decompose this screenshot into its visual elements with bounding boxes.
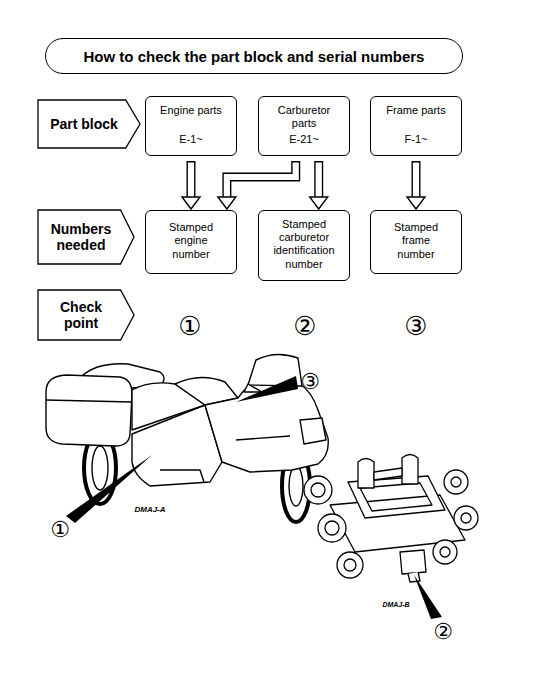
callout-number: ③ (300, 371, 320, 393)
arrow-head (218, 197, 236, 209)
hollow-arrow (182, 161, 200, 209)
callout-number: ① (50, 519, 70, 541)
arrow-shaft-outline (227, 161, 296, 197)
hollow-arrow (218, 161, 296, 209)
box-text: Carburetor parts (272, 104, 336, 130)
id-plate (408, 572, 420, 582)
arrow-outline-shape (38, 290, 134, 340)
fairing-line (236, 436, 290, 440)
title-frame: How to check the part block and serial n… (45, 38, 463, 74)
arrow-outline-shape (38, 210, 134, 264)
front-hub (289, 466, 303, 506)
arrow-head (182, 197, 200, 209)
callout-number: ② (433, 621, 453, 643)
arrow-shaft-outline (314, 161, 323, 197)
row-heading: Check point (46, 299, 116, 331)
box-text: Frame parts (384, 104, 448, 117)
arrow-shaft-inner (413, 163, 419, 198)
row-heading-arrow: Numbers needed (38, 210, 134, 264)
callout-number: ② (293, 313, 316, 339)
intake-bell-inner (451, 477, 461, 487)
linkage-block (400, 550, 426, 574)
intake-bell-inner (325, 521, 339, 535)
row-heading-arrow: Check point (38, 290, 134, 340)
carburetor-drawing (304, 455, 478, 583)
box-text: Engine parts (159, 104, 223, 117)
row-heading: Part block (45, 116, 123, 132)
top-tube (358, 459, 374, 489)
cross-tube (374, 468, 402, 480)
saddlebag (46, 375, 132, 446)
part-box: Frame partsF-1~ (370, 96, 462, 156)
callout-number: ③ (404, 313, 427, 339)
box-text: Stamped frame number (384, 221, 448, 261)
callout-number: ① (178, 313, 201, 339)
box-text: F-1~ (384, 133, 448, 146)
figure-code: DMAJ-B (382, 601, 409, 608)
headlight (300, 418, 326, 444)
row-heading-arrow: Part block (38, 100, 140, 148)
box-text: Stamped engine number (159, 221, 223, 261)
part-box: Engine partsE-1~ (145, 96, 237, 156)
leader-wedge (236, 376, 298, 402)
leader-wedges (66, 376, 442, 619)
figure-code: DMAJ-A (134, 506, 165, 514)
arrow-shaft-outline (412, 161, 421, 197)
intake-bell (304, 476, 332, 504)
carburetor-body-inner (440, 547, 450, 557)
row-heading: Numbers needed (46, 221, 116, 253)
carburetor-body (433, 540, 457, 564)
intake-bell (454, 506, 478, 530)
mirror (244, 384, 262, 392)
arrow-head (310, 197, 328, 209)
leader-wedge (414, 575, 442, 619)
arrow-shaft-outline (187, 161, 196, 197)
arrow-outline-shape (38, 100, 140, 148)
part-box: Carburetor partsE-21~ (258, 96, 350, 156)
carburetor-body-inner (344, 559, 356, 571)
intake-bell (318, 514, 346, 542)
intake-bell (444, 470, 468, 494)
arrow-shaft-inner (316, 163, 322, 198)
arrow-shaft-inner (188, 163, 194, 198)
title-text: How to check the part block and serial n… (84, 48, 425, 65)
arrow-head (407, 197, 425, 209)
hollow-arrow (407, 161, 425, 209)
hollow-arrow (310, 161, 328, 209)
part-box: Stamped carburetor identification number (258, 210, 350, 281)
top-tube (402, 455, 418, 485)
rear-hub (92, 446, 108, 490)
carburetor-body (337, 552, 363, 578)
box-text: Stamped carburetor identification number (272, 218, 336, 271)
box-text: E-1~ (159, 133, 223, 146)
box-text: E-21~ (272, 133, 336, 146)
intake-bell-inner (461, 513, 471, 523)
part-box: Stamped engine number (145, 210, 237, 274)
intake-bell-inner (311, 483, 325, 497)
part-box: Stamped frame number (370, 210, 462, 274)
motorcycle-drawing (46, 354, 328, 522)
saddlebag-lid-line (46, 400, 132, 402)
arrow-shaft-inner (227, 163, 296, 198)
engine-line (160, 470, 204, 482)
